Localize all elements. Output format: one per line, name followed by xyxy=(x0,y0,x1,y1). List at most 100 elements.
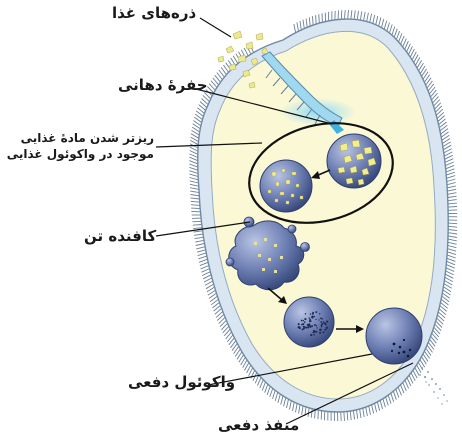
cilium xyxy=(353,411,354,420)
cilium xyxy=(386,397,389,406)
cilium xyxy=(190,178,199,180)
cilium xyxy=(258,377,262,385)
cilium xyxy=(309,17,310,26)
cilium xyxy=(190,151,198,155)
fine-particle xyxy=(311,315,313,317)
cilium xyxy=(387,23,390,32)
cilium xyxy=(447,261,455,264)
cilium xyxy=(299,405,300,414)
fine-particle xyxy=(301,320,303,322)
fine-particle xyxy=(302,323,304,325)
cilium xyxy=(189,167,198,170)
fine-particle xyxy=(321,326,323,328)
cilium xyxy=(189,157,197,161)
cilium xyxy=(294,24,296,33)
cilium xyxy=(357,410,358,419)
lysosome-bleb-4 xyxy=(226,258,234,266)
cilium xyxy=(373,15,375,24)
cilium xyxy=(405,41,409,49)
cilium xyxy=(345,10,346,19)
cilium xyxy=(193,225,202,226)
cilium xyxy=(205,281,213,285)
cilium xyxy=(190,191,199,193)
cilium xyxy=(273,390,276,399)
cilium xyxy=(348,10,349,19)
fine-particle xyxy=(325,329,326,330)
cilium xyxy=(284,398,286,407)
cilium xyxy=(396,389,399,398)
cilium xyxy=(403,39,407,47)
label-contractile-vacuole: واکوئول دفعی xyxy=(128,372,235,392)
fine-particle xyxy=(311,325,313,327)
cilium xyxy=(297,22,299,31)
cilium xyxy=(369,406,371,415)
cilium xyxy=(341,10,342,19)
cilium xyxy=(204,278,212,282)
fine-particle xyxy=(304,318,306,320)
cilium xyxy=(360,409,361,418)
cilium xyxy=(201,266,209,269)
cilium xyxy=(381,19,383,28)
cilium xyxy=(448,196,457,197)
cilium xyxy=(403,383,407,391)
cilium xyxy=(190,154,198,158)
cilium xyxy=(448,242,457,244)
cilium xyxy=(407,44,411,52)
fine-particle xyxy=(316,325,317,326)
fine-particle xyxy=(323,321,324,322)
cilium xyxy=(448,230,457,231)
cilium xyxy=(447,255,456,258)
cilium xyxy=(281,396,283,405)
cilium xyxy=(196,247,205,249)
cilium xyxy=(367,13,369,22)
cilium xyxy=(392,27,395,36)
cilium xyxy=(384,21,387,30)
cilium xyxy=(447,252,456,255)
cilium xyxy=(190,181,199,183)
cilium xyxy=(318,410,319,419)
cilium xyxy=(198,256,207,259)
cilium xyxy=(290,401,292,410)
fine-particle xyxy=(309,317,310,318)
cilium xyxy=(189,171,198,174)
cilium xyxy=(445,155,453,159)
label-oral-groove: حفرهٔ دهانی xyxy=(118,75,208,95)
fine-particle xyxy=(309,321,311,323)
cilium xyxy=(312,16,313,25)
lysosome-bleb-2 xyxy=(288,225,296,233)
label-digestion-line1: ریزتر شدن مادهٔ غذایی xyxy=(6,130,154,146)
cilium xyxy=(190,188,199,190)
fine-particle xyxy=(321,323,323,325)
cilium xyxy=(190,184,199,186)
cilium xyxy=(394,29,397,37)
cilium xyxy=(275,392,278,401)
cilium xyxy=(372,405,374,414)
cilium xyxy=(350,411,351,420)
cilium xyxy=(447,176,456,179)
cilium xyxy=(354,10,355,19)
cilium xyxy=(376,16,378,25)
label-digestion-line2: موجود در واکوئول غذایی xyxy=(6,146,154,162)
cilium xyxy=(306,19,307,28)
fine-particle xyxy=(310,319,311,320)
fine-particle xyxy=(304,322,305,323)
cilium xyxy=(191,201,200,202)
cilium xyxy=(190,174,199,177)
cilium xyxy=(383,399,386,408)
cilium xyxy=(446,265,454,269)
cilium xyxy=(303,20,304,29)
cilium xyxy=(190,195,199,196)
fine-particle xyxy=(305,327,307,329)
fine-particle xyxy=(322,331,324,333)
cilium xyxy=(199,259,208,262)
cilium xyxy=(197,250,206,252)
cilium xyxy=(191,198,200,199)
fine-particle xyxy=(319,332,321,334)
cilium xyxy=(296,404,298,413)
cilium xyxy=(448,223,457,224)
fine-particle xyxy=(318,319,319,320)
cilium xyxy=(195,240,204,242)
label-lysosome: کافنده تن xyxy=(84,226,156,246)
cilium xyxy=(360,11,361,20)
